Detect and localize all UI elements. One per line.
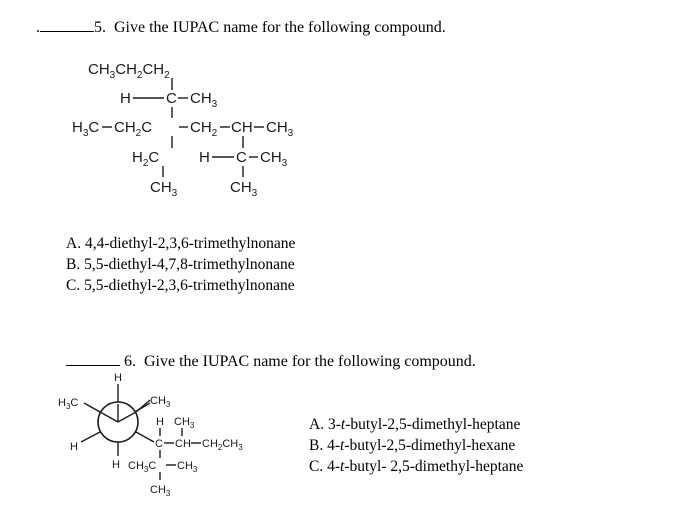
newman-ch3-right: CH3	[150, 395, 171, 409]
choice-5c[interactable]: C. 5,5-diethyl-2,3,6-trimethylnonane	[66, 277, 295, 294]
choice-6a-letter: A.	[309, 416, 325, 433]
choice-5b[interactable]: B. 5,5-diethyl-4,7,8-trimethylnonane	[66, 256, 295, 273]
answer-blank-5[interactable]	[40, 17, 94, 32]
newman-ch-chain: CH	[175, 438, 191, 450]
answer-blank-6[interactable]	[66, 351, 120, 366]
newman-ch2ch3: CH2CH3	[202, 438, 243, 452]
choice-5a[interactable]: A. 4,4-diethyl-2,3,6-trimethylnonane	[66, 235, 296, 252]
struct-ch2-a: CH2C	[114, 119, 152, 139]
question-5-structure: CH3CH2CH2 H C CH3 H3C CH2C CH2 CH CH3 H2…	[72, 61, 294, 199]
choice-6b-pre: 4-	[327, 437, 341, 454]
struct-top-chain: CH3CH2CH2	[88, 61, 170, 81]
newman-h-left: H	[70, 441, 78, 453]
choice-6c[interactable]: C. 4-t-butyl- 2,5-dimethyl-heptane	[309, 456, 523, 477]
question-5-number: 5.	[94, 19, 106, 36]
newman-h-sub: H	[156, 416, 164, 428]
struct-ch: CH	[231, 119, 253, 136]
struct-c-lower: C	[236, 149, 247, 166]
struct-ch3-bottom-left: CH3	[150, 179, 178, 199]
struct-h-lower: H	[199, 149, 210, 166]
choice-6a-post: -butyl-2,5-dimethyl-heptane	[345, 416, 521, 433]
newman-bond-back-right	[135, 431, 155, 443]
choice-6b-post: -butyl-2,5-dimethyl-hexane	[344, 437, 516, 454]
newman-ch3-tbu-bottom: CH3	[150, 484, 171, 498]
struct-main-left: H3C	[72, 119, 99, 139]
newman-ch3c: CH3C	[128, 460, 156, 474]
newman-ch3-sub: CH3	[174, 416, 195, 430]
choice-6b-letter: B.	[309, 437, 324, 454]
question-5-dot: .	[36, 19, 40, 36]
newman-bond-right-inner	[117, 411, 137, 423]
choice-6c-pre: 4-	[327, 458, 341, 475]
choice-6c-t: t	[340, 458, 345, 475]
struct-h2c: H2C	[132, 149, 159, 169]
struct-ch3-lower-right: CH3	[260, 149, 288, 169]
question-5-prompt: Give the IUPAC name for the following co…	[114, 19, 446, 36]
struct-ch3-bottom-right: CH3	[230, 179, 258, 199]
newman-bond-back-left	[80, 431, 101, 443]
struct-ch3-upper: CH3	[190, 90, 218, 110]
choice-6a-t: t	[340, 416, 346, 433]
question-6-newman-structure: H H3C H H CH3 H CH3 C CH CH2CH3 CH3C CH3…	[58, 372, 243, 498]
struct-ch3-end: CH3	[266, 119, 294, 139]
choice-6a-pre: 3-	[327, 416, 341, 433]
question-6-choices: A. 3-t-butyl-2,5-dimethyl-heptane B. 4-t…	[309, 414, 523, 477]
struct-ch2-b: CH2	[190, 119, 218, 139]
newman-ch3-tbu-right: CH3	[177, 460, 198, 474]
choice-6c-post: -butyl- 2,5-dimethyl-heptane	[344, 458, 524, 475]
newman-h-top: H	[114, 372, 122, 384]
choice-6a[interactable]: A. 3-t-butyl-2,5-dimethyl-heptane	[309, 414, 523, 435]
newman-h3c-left: H3C	[58, 397, 78, 411]
newman-bond-left-inner	[99, 411, 119, 423]
question-5-choices: A. 4,4-diethyl-2,3,6-trimethylnonane B. …	[66, 233, 295, 296]
question-6-prompt: Give the IUPAC name for the following co…	[144, 353, 476, 370]
newman-bond-back-upper	[135, 399, 151, 413]
choice-6b-t: t	[340, 437, 345, 454]
newman-c-chain: C	[155, 438, 163, 450]
struct-c-upper: C	[166, 90, 177, 107]
choice-6b[interactable]: B. 4-t-butyl-2,5-dimethyl-hexane	[309, 435, 523, 456]
question-6-number: 6.	[124, 353, 136, 370]
question-6-header: 6. Give the IUPAC name for the following…	[66, 351, 476, 371]
struct-h-left: H	[120, 90, 131, 107]
choice-6c-letter: C.	[309, 458, 324, 475]
newman-h-bottom: H	[112, 459, 120, 471]
question-5-header: . 5. Give the IUPAC name for the followin…	[36, 17, 446, 37]
